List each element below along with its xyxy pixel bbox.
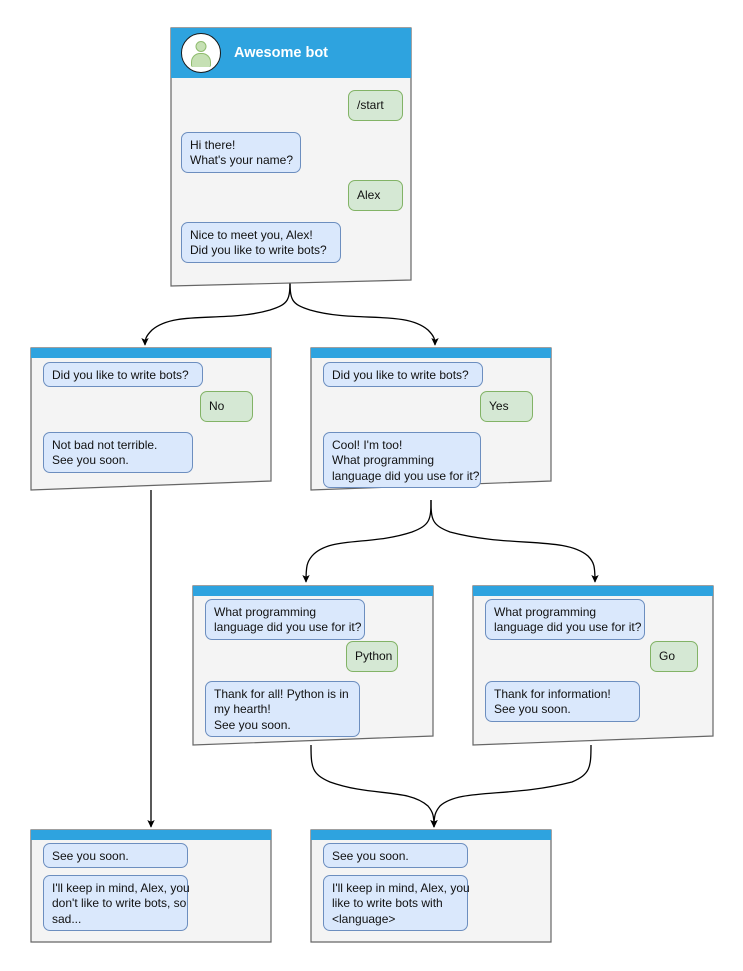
message-bubble-bot[interactable]: Cool! I'm too! What programming language… [323, 432, 481, 488]
card-yes-branch[interactable]: Did you like to write bots? Yes Cool! I'… [310, 347, 552, 491]
message-bubble-bot[interactable]: Hi there! What's your name? [181, 132, 301, 173]
message-bubble-bot[interactable]: I'll keep in mind, Alex, you like to wri… [323, 875, 470, 931]
card-root-titlebar: Awesome bot [171, 28, 411, 78]
card-root[interactable]: Awesome bot /start Hi there! What's your… [168, 27, 414, 287]
edge-yes-to-python [302, 499, 432, 583]
edge-yes-to-go [430, 499, 599, 583]
message-bubble-user[interactable]: /start [348, 90, 403, 121]
message-bubble-bot[interactable]: What programming language did you use fo… [485, 599, 645, 640]
card-end-happy-content: See you soon. I'll keep in mind, Alex, y… [310, 829, 552, 943]
message-bubble-bot[interactable]: See you soon. [43, 843, 188, 868]
message-bubble-bot[interactable]: Did you like to write bots? [323, 362, 483, 387]
card-python-branch-content: What programming language did you use fo… [192, 585, 434, 746]
message-bubble-bot[interactable]: See you soon. [323, 843, 468, 868]
message-bubble-user[interactable]: Python [346, 641, 398, 672]
message-bubble-bot[interactable]: Thank for information! See you soon. [485, 681, 640, 722]
person-icon [181, 33, 221, 73]
card-no-branch-content: Did you like to write bots? No Not bad n… [30, 347, 272, 491]
message-bubble-user[interactable]: Yes [480, 391, 533, 422]
card-go-branch-content: What programming language did you use fo… [472, 585, 714, 746]
edge-root-to-yes [289, 278, 439, 346]
card-end-sad-content: See you soon. I'll keep in mind, Alex, y… [30, 829, 272, 943]
message-bubble-bot[interactable]: Nice to meet you, Alex! Did you like to … [181, 222, 341, 263]
edge-python-to-end-happy [310, 744, 438, 828]
message-bubble-user[interactable]: No [200, 391, 253, 422]
card-end-happy[interactable]: See you soon. I'll keep in mind, Alex, y… [310, 829, 552, 943]
message-bubble-bot[interactable]: What programming language did you use fo… [205, 599, 365, 640]
card-no-branch[interactable]: Did you like to write bots? No Not bad n… [30, 347, 272, 491]
message-bubble-bot[interactable]: Did you like to write bots? [43, 362, 203, 387]
message-bubble-user[interactable]: Alex [348, 180, 403, 211]
message-bubble-bot[interactable]: Thank for all! Python is in my hearth! S… [205, 681, 360, 737]
person-icon-body [191, 53, 211, 67]
card-go-branch[interactable]: What programming language did you use fo… [472, 585, 714, 746]
message-bubble-bot[interactable]: Not bad not terrible. See you soon. [43, 432, 193, 473]
card-end-sad[interactable]: See you soon. I'll keep in mind, Alex, y… [30, 829, 272, 943]
message-bubble-user[interactable]: Go [650, 641, 698, 672]
card-root-content: Awesome bot /start Hi there! What's your… [168, 27, 414, 287]
message-bubble-bot[interactable]: I'll keep in mind, Alex, you don't like … [43, 875, 190, 931]
bot-name-label: Awesome bot [234, 45, 329, 61]
card-yes-branch-content: Did you like to write bots? Yes Cool! I'… [310, 347, 552, 491]
card-python-branch[interactable]: What programming language did you use fo… [192, 585, 434, 746]
edge-go-to-end-happy [430, 744, 592, 828]
person-icon-head [195, 41, 207, 52]
edge-root-to-no [141, 278, 291, 346]
